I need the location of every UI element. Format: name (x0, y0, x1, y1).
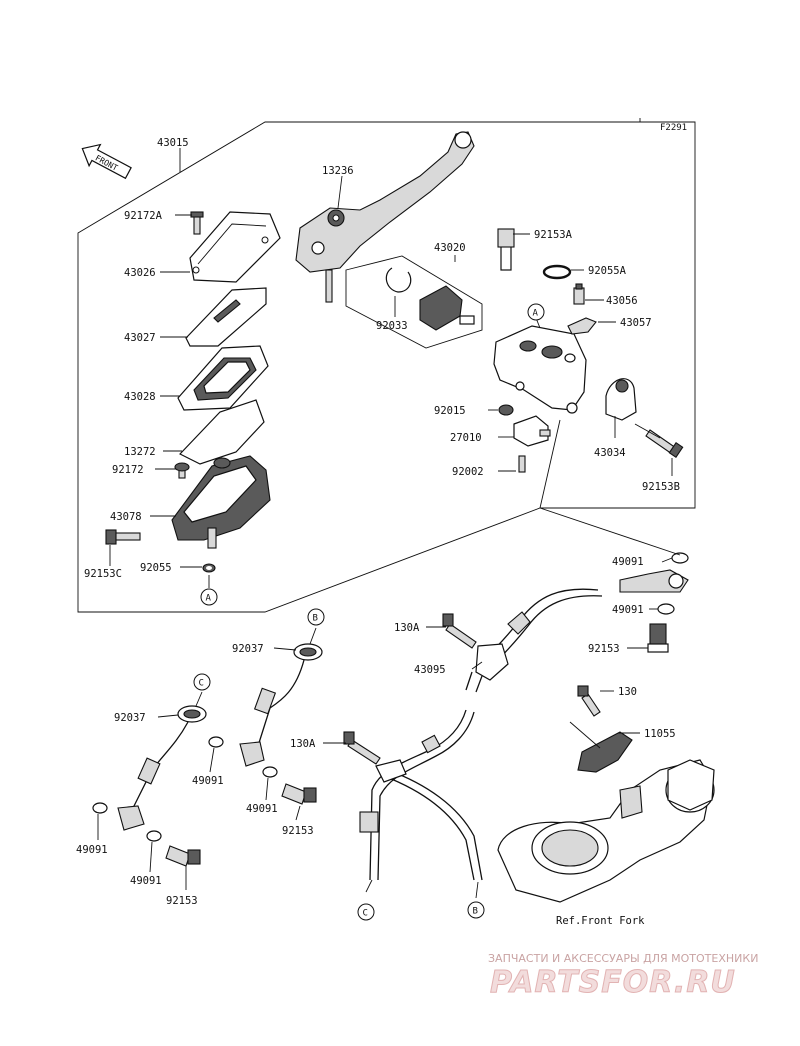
label-43028: 43028 (124, 391, 156, 403)
label-49091-b: 49091 (612, 604, 644, 616)
bolt-92153A (497, 228, 515, 271)
banjo-bolt-49091-washer-top (657, 552, 689, 615)
reservoir-screw-92172 (174, 462, 190, 479)
label-92153-c: 92153 (166, 895, 198, 907)
label-92055A: 92055A (588, 265, 627, 277)
svg-text:B: B (313, 614, 318, 624)
diaphragm (177, 345, 269, 411)
label-43057: 43057 (620, 317, 652, 329)
label-92153C: 92153C (84, 568, 122, 580)
bleeder-43056 (573, 283, 585, 305)
label-43034: 43034 (594, 447, 626, 459)
bolt-130A-lower (343, 731, 381, 765)
brake-hose-43095 (465, 588, 603, 693)
hose-clamp-92037-lower (177, 705, 207, 723)
svg-text:C: C (363, 909, 368, 919)
label-49091-e: 49091 (76, 844, 108, 856)
label-27010: 27010 (450, 432, 482, 444)
clamp-43034 (605, 378, 637, 421)
reservoir-screw-92172A (190, 211, 204, 235)
label-130: 130 (618, 686, 637, 698)
marker-a-reservoir: A (200, 588, 218, 606)
watermark-logo: PARTSFOR.RU (490, 965, 736, 1000)
label-13272: 13272 (124, 446, 156, 458)
label-92002: 92002 (452, 466, 484, 478)
leader-lines (97, 148, 681, 899)
reservoir-body (171, 455, 271, 549)
hose-segment-c (117, 721, 189, 831)
label-49091-a: 49091 (612, 556, 644, 568)
label-92172A: 92172A (124, 210, 163, 222)
front-arrow-icon: FRONT (81, 143, 132, 180)
o-ring-92055A (542, 264, 572, 280)
reservoir-cap (189, 211, 281, 283)
switch-27010 (513, 415, 551, 447)
cap-43057 (567, 317, 597, 335)
label-49091-c: 49091 (192, 775, 224, 787)
svg-text:B: B (473, 907, 478, 917)
svg-text:C: C (199, 679, 204, 689)
label-43027: 43027 (124, 332, 156, 344)
banjo-fitting-upper (619, 569, 689, 593)
bolt-92153B (645, 429, 684, 458)
washers-49091-left (92, 736, 278, 842)
label-13236: 13236 (322, 165, 354, 177)
svg-text:A: A (206, 594, 212, 604)
label-43056: 43056 (606, 295, 638, 307)
brake-lever (295, 131, 475, 303)
marker-c-bottom: C (357, 903, 375, 921)
float-plate (179, 399, 265, 465)
label-92033: 92033 (376, 320, 408, 332)
label-130A-b: 130A (290, 738, 316, 750)
label-92037-a: 92037 (232, 643, 264, 655)
hose-segment-b (239, 659, 305, 767)
label-49091-f: 49091 (130, 875, 162, 887)
screw-92002 (518, 455, 526, 473)
figure-code: F2291 (660, 123, 687, 133)
bolt-92153C (105, 529, 141, 545)
bolt-130A-upper (442, 613, 477, 649)
label-43026: 43026 (124, 267, 156, 279)
label-92153-b: 92153 (282, 825, 314, 837)
marker-a-body: A (527, 303, 545, 321)
hose-clamp-92037-upper (293, 643, 323, 661)
o-ring-92055 (202, 563, 216, 573)
label-43078: 43078 (110, 511, 142, 523)
fork-bridge (497, 759, 715, 903)
label-92037-b: 92037 (114, 712, 146, 724)
label-92153B: 92153B (642, 481, 680, 493)
marker-c-top: C (193, 673, 211, 691)
label-92015: 92015 (434, 405, 466, 417)
label-92153-a: 92153 (588, 643, 620, 655)
piston-kit (345, 255, 483, 349)
label-92153A: 92153A (534, 229, 573, 241)
banjo-bolts-92153-left (165, 783, 317, 867)
master-cylinder-body (493, 325, 587, 414)
assembly-outline (77, 118, 696, 613)
label-92055: 92055 (140, 562, 172, 574)
label-130A-a: 130A (394, 622, 420, 634)
lower-brake-hoses (359, 709, 483, 881)
hose-clamp-11055 (569, 721, 633, 773)
marker-b-top: B (307, 608, 325, 626)
svg-text:A: A (533, 309, 539, 319)
label-11055: 11055 (644, 728, 676, 740)
nut-92015 (498, 404, 514, 416)
marker-b-bottom: B (467, 901, 485, 919)
label-43095: 43095 (414, 664, 446, 676)
ref-front-fork-label: Ref.Front Fork (556, 915, 645, 927)
banjo-bolt-92153 (647, 623, 669, 653)
label-43015: 43015 (157, 137, 189, 149)
label-49091-d: 49091 (246, 803, 278, 815)
bolt-130 (577, 685, 601, 717)
cap-plate (185, 287, 267, 347)
watermark-subtitle: ЗАПЧАСТИ И АКСЕССУАРЫ ДЛЯ МОТОТЕХНИКИ (488, 952, 758, 965)
label-43020: 43020 (434, 242, 466, 254)
label-92172: 92172 (112, 464, 144, 476)
